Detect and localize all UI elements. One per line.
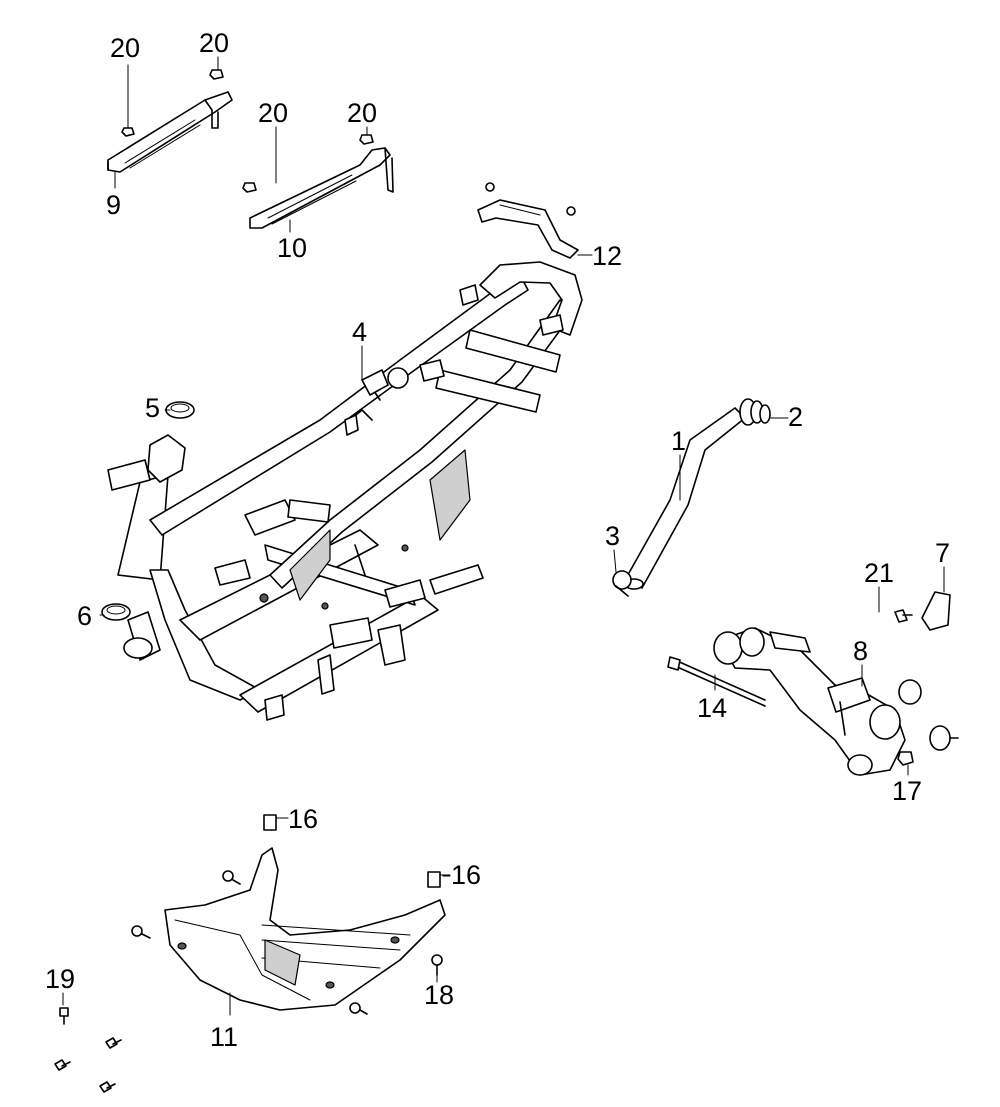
callout-20-c: 20	[258, 98, 288, 128]
nut-20-d	[359, 134, 374, 145]
callout-20-a: 20	[110, 33, 140, 63]
part-18-bolt	[431, 954, 443, 976]
part-2-clamp	[739, 398, 771, 426]
part-8-engine-hanger	[713, 627, 922, 776]
part-4-clip	[344, 369, 389, 436]
part-16-clip-a	[263, 814, 277, 831]
callout-5: 5	[145, 393, 160, 423]
callout-20-d: 20	[347, 98, 377, 128]
part-21-bolt	[894, 609, 913, 623]
part-19-screws	[54, 1007, 122, 1093]
part-14-bolt	[667, 656, 766, 707]
part-11-under-cover	[164, 847, 446, 1011]
callout-8: 8	[853, 636, 868, 666]
callout-6: 6	[77, 601, 92, 631]
cap	[929, 725, 959, 751]
nut-20-c	[242, 182, 257, 193]
callout-4: 4	[352, 317, 367, 347]
part-6-grommet	[101, 603, 131, 621]
part-17-nut	[897, 751, 914, 766]
callout-21: 21	[864, 558, 894, 588]
callout-1: 1	[671, 426, 686, 456]
part-12-bracket	[477, 182, 579, 259]
nut-20-b	[209, 69, 224, 80]
callout-2: 2	[788, 402, 803, 432]
callouts: 20 20 9 20 20 10 12 4 5 2 1 3 7 21 6 8 1…	[45, 28, 950, 1052]
callout-11: 11	[210, 1022, 238, 1052]
part-16-clip-b	[427, 871, 441, 888]
callout-3: 3	[605, 521, 620, 551]
callout-9: 9	[106, 190, 121, 220]
callout-20-b: 20	[199, 28, 229, 58]
callout-14: 14	[697, 693, 727, 723]
part-7-bracket	[921, 591, 951, 631]
screw-cover-c	[349, 1002, 368, 1015]
callout-16-a: 16	[288, 804, 318, 834]
callout-18: 18	[424, 980, 454, 1010]
callout-17: 17	[892, 776, 922, 806]
part-5-grommet	[165, 401, 195, 419]
part-3-clip	[612, 570, 632, 597]
callout-19: 19	[45, 964, 75, 994]
callout-10: 10	[277, 233, 307, 263]
callout-12: 12	[592, 241, 622, 271]
screw-cover-b	[131, 925, 151, 939]
part-10-bracket	[249, 147, 394, 229]
leader-lines	[62, 56, 945, 1016]
callout-16-b: 16	[451, 860, 481, 890]
part-9-bracket	[107, 91, 233, 173]
screw-cover-a	[222, 870, 241, 885]
callout-7: 7	[935, 538, 950, 568]
nut-20-a	[121, 127, 135, 137]
main-frame	[107, 261, 583, 721]
